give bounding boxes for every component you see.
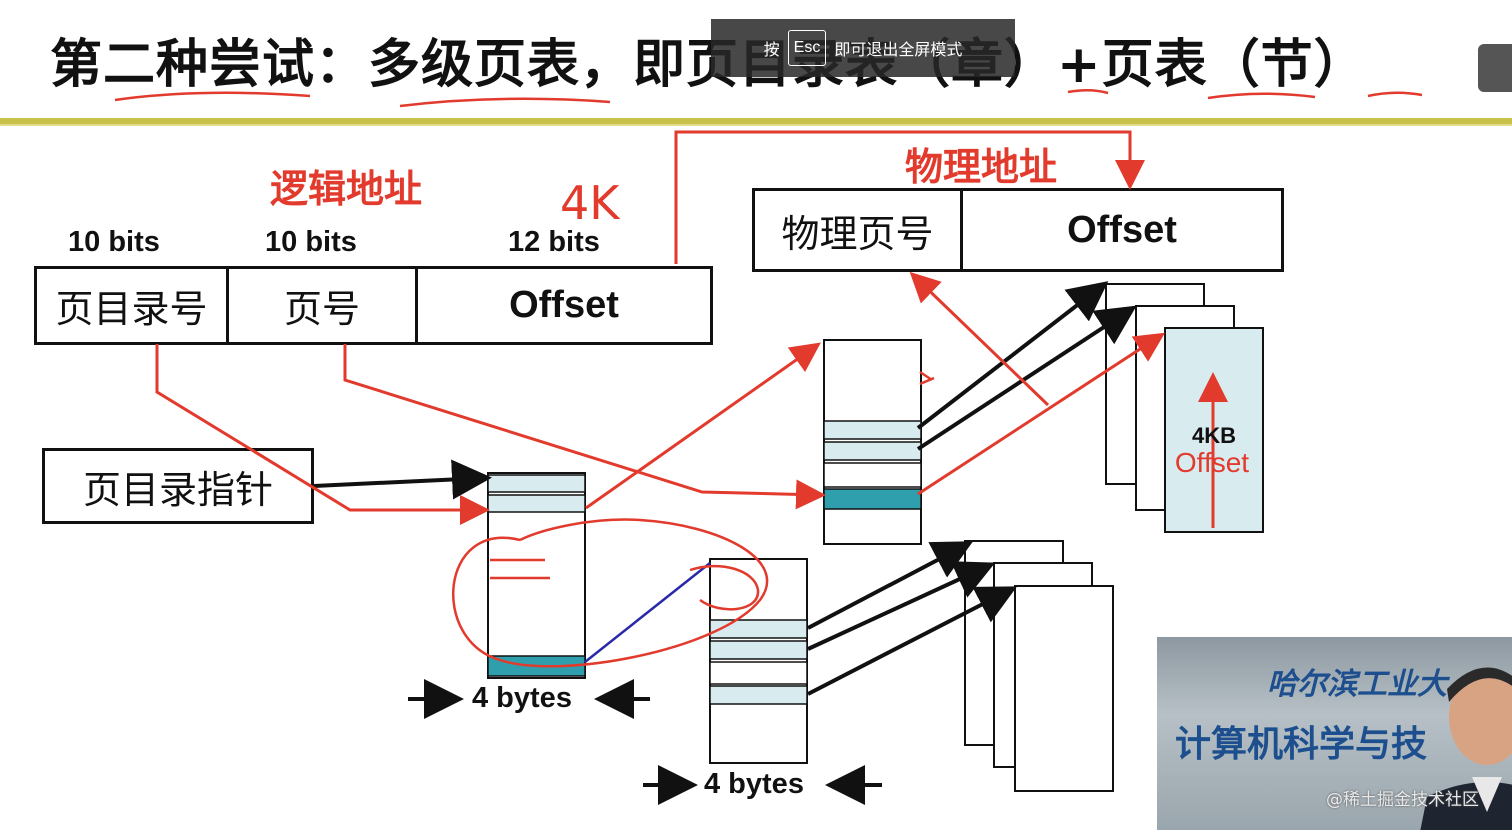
department-name: 计算机科学与技 [1175,724,1428,765]
lecturer-image [1420,667,1512,830]
esc-suffix: 即可退出全屏模式 [834,40,963,59]
page-directory-table [487,472,586,679]
fullscreen-exit-banner: 按 Esc 即可退出全屏模式 [711,19,1015,77]
physical-pages-lower [964,540,1114,792]
esc-key[interactable]: Esc [787,30,827,66]
page-offset-label: Offset [1175,447,1249,478]
bits-offset: 12 bits [508,226,600,258]
page-size-label: 4KB [1192,423,1236,448]
logical-address-label: 逻辑地址 [270,166,423,211]
physical-pages-upper [1105,283,1264,533]
lecturer-video: 哈尔滨工业大 计算机科学与技 [1157,637,1512,830]
watermark: @稀土掘金技术社区 [1326,790,1479,810]
page-table-1 [823,339,922,545]
field-dir-number: 页目录号 [34,266,229,345]
blue-pointer-line [584,562,711,663]
bits-dir: 10 bits [68,226,160,258]
title-divider-shadow [0,124,1512,126]
title-divider [0,118,1512,124]
physical-address-label: 物理地址 [905,144,1058,189]
bytes-label-page-table: 4 bytes [704,768,804,800]
university-name: 哈尔滨工业大 [1267,667,1447,702]
handwritten-annotations [114,89,1423,668]
field-page-number: 页号 [226,266,418,345]
field-offset: Offset [415,266,713,345]
red-arrows [155,130,1228,528]
field-frame-number: 物理页号 [752,188,963,272]
black-arrows [313,281,1137,805]
bits-page: 10 bits [265,226,357,258]
bytes-label-directory: 4 bytes [472,682,572,714]
slide-title: 第二种尝试：多级页表，即页目录表（章）+页表（节） [50,35,1367,95]
exit-fullscreen-icon[interactable] [1478,44,1512,92]
field-physical-offset: Offset [960,188,1284,272]
annotation-4k: 4K [560,176,620,230]
esc-prefix: 按 [763,40,780,59]
